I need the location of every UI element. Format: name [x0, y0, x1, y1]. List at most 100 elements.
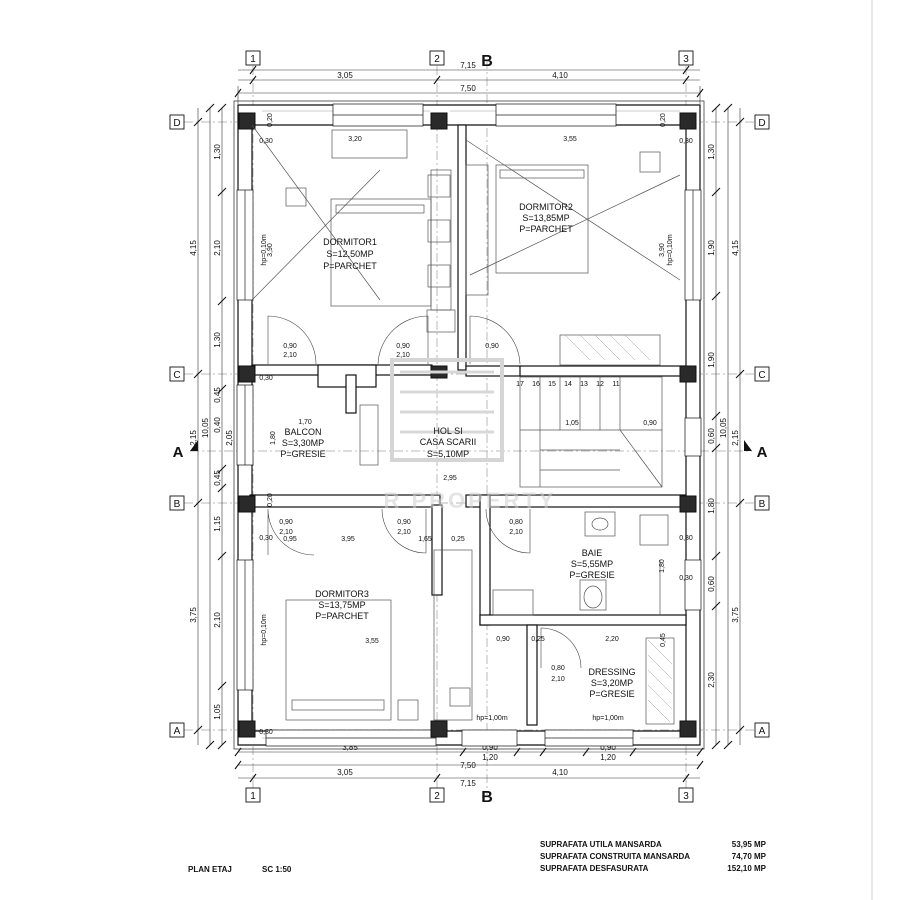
axis-labels: 1 2 3 1 2 3 D C B A D C B A B B A A	[169, 50, 770, 806]
dim-left-2-10: 2,10	[213, 240, 222, 256]
dim-int-3-55: 3,55	[563, 136, 577, 143]
stair-step-11: 11	[612, 381, 619, 388]
dim-bottom-0-90: 0,90	[482, 743, 498, 752]
axis-label-C-left: C	[173, 370, 180, 381]
room-dressing-area: S=3,20MP	[591, 678, 633, 688]
dim-left-4-15: 4,15	[189, 240, 198, 256]
dim-right-1-90: 1,90	[707, 240, 716, 256]
room-dressing-name: DRESSING	[588, 667, 635, 677]
stair-step-12: 12	[596, 381, 604, 388]
section-label-A-right: A	[757, 444, 768, 461]
dim-int-3-55b: 3,55	[365, 638, 379, 645]
dim-int-3-90b: 3,90	[659, 243, 666, 257]
dim-left-1-15: 1,15	[213, 516, 222, 532]
dim-int-0-30b: 0,30	[259, 375, 273, 382]
axis-label-B-right: B	[759, 499, 766, 510]
section-arrow-right	[744, 440, 752, 451]
dim-int-1-80b: 1,80	[659, 559, 666, 573]
dim-int-1-70: 1,70	[298, 419, 312, 426]
room-dormitor1-floor: P=PARCHET	[323, 261, 377, 271]
summary-label-2: SUPRAFATA CONSTRUITA MANSARDA	[540, 852, 690, 861]
stair-step-14: 14	[564, 381, 572, 388]
dim-bottom-7-15: 7,15	[460, 779, 476, 788]
dim-right-2-15: 2,15	[731, 430, 740, 446]
axis-label-D-right: D	[758, 118, 765, 129]
axis-label-D-left: D	[173, 118, 180, 129]
dim-left-10-05: 10,05	[201, 417, 210, 438]
title-block: PLAN ETAJ SC 1:50 SUPRAFATA UTILA MANSAR…	[188, 840, 767, 874]
dim-int-0-30a: 0,30	[259, 138, 273, 145]
dim-left-0-40: 0,40	[213, 417, 222, 433]
dim-int-2-95: 2,95	[443, 475, 457, 482]
dim-int-1-65: 1,65	[418, 536, 432, 543]
walls	[233, 100, 705, 750]
dim-right-0-60b: 0,60	[707, 576, 716, 592]
section-label-B-top: B	[481, 53, 493, 70]
dim-left-1-05: 1,05	[213, 704, 222, 720]
plan-title: PLAN ETAJ	[188, 865, 232, 874]
dim-int-hp4: hp=0,10m	[667, 234, 674, 265]
axis-label-B-left: B	[174, 499, 181, 510]
dim-int-0-90e: 0,90	[279, 519, 293, 526]
axis-label-2-top: 2	[434, 54, 440, 65]
interior-dimensions: 3,20 3,55 3,90 3,90 0,90 2,10 0,90 2,10 …	[259, 113, 693, 736]
dim-int-1-80: 1,80	[270, 431, 277, 445]
axis-label-3-top: 3	[683, 54, 689, 65]
dim-int-2-10e: 2,10	[509, 529, 523, 536]
section-arrow-left	[190, 440, 198, 451]
dim-int-3-90: 3,90	[267, 243, 274, 257]
dim-int-hp1: hp=1,00m	[476, 715, 507, 722]
room-hol-name: HOL SI	[433, 426, 462, 436]
summary-label-1: SUPRAFATA UTILA MANSARDA	[540, 840, 662, 849]
dim-int-0-30c: 0,30	[259, 535, 273, 542]
dim-left-1-30b: 1,30	[213, 332, 222, 348]
dim-int-0-90c: 0,90	[485, 343, 499, 350]
dim-right-1-80: 1,80	[707, 498, 716, 514]
room-baie-area: S=5,55MP	[571, 559, 613, 569]
dim-int-0-90a: 0,90	[283, 343, 297, 350]
dim-int-2-10d: 2,10	[397, 529, 411, 536]
room-dormitor2-area: S=13,85MP	[522, 213, 569, 223]
dim-int-2-10b: 2,10	[396, 352, 410, 359]
section-label-B-bottom: B	[481, 789, 493, 806]
dim-left-0-45b: 0,45	[213, 470, 222, 486]
dim-int-0-90f: 0,90	[397, 519, 411, 526]
room-dormitor1-name: DORMITOR1	[323, 237, 377, 247]
summary-value-2: 74,70 MP	[732, 852, 767, 861]
axis-label-3-bottom: 3	[683, 791, 689, 802]
dim-top-3-05: 3,05	[337, 71, 353, 80]
room-balcon-area: S=3,30MP	[282, 438, 324, 448]
room-balcon-name: BALCON	[284, 427, 321, 437]
dim-left-1-30: 1,30	[213, 144, 222, 160]
stair-step-16: 16	[532, 381, 540, 388]
axis-label-1-top: 1	[250, 54, 256, 65]
dim-left-0-45: 0,45	[213, 387, 222, 403]
axis-label-C-right: C	[758, 370, 765, 381]
dim-int-2-10f: 2,10	[551, 676, 565, 683]
dim-right-3-75: 3,75	[731, 607, 740, 623]
dim-int-0-20a: 0,20	[267, 113, 274, 127]
dim-bottom-0-90-b: 0,90	[600, 743, 616, 752]
dim-int-hp5: hp=0,10m	[261, 614, 268, 645]
room-dormitor3-floor: P=PARCHET	[315, 611, 369, 621]
dim-right-1-90b: 1,90	[707, 352, 716, 368]
dim-int-0-95: 0,95	[283, 536, 297, 543]
dim-int-0-20b: 0,20	[660, 113, 667, 127]
section-label-A-left: A	[173, 444, 184, 461]
dim-bottom-1-20: 1,20	[482, 753, 498, 762]
dim-int-0-45: 0,45	[660, 633, 667, 647]
summary-label-3: SUPRAFATA DESFASURATA	[540, 864, 649, 873]
dim-int-0-30e: 0,30	[679, 138, 693, 145]
dim-int-0-30f: 0,30	[679, 535, 693, 542]
grid-axes	[184, 60, 758, 795]
room-dressing-floor: P=GRESIE	[589, 689, 634, 699]
dim-top-4-10: 4,10	[552, 71, 568, 80]
dim-int-0-30d: 0,30	[259, 729, 273, 736]
dim-int-0-80a: 0,80	[509, 519, 523, 526]
room-dormitor2-floor: P=PARCHET	[519, 224, 573, 234]
room-dormitor1-area: S=12,50MP	[326, 249, 373, 259]
summary-value-1: 53,95 MP	[732, 840, 767, 849]
axis-label-2-bottom: 2	[434, 791, 440, 802]
dim-left-2-05: 2,05	[225, 430, 234, 446]
